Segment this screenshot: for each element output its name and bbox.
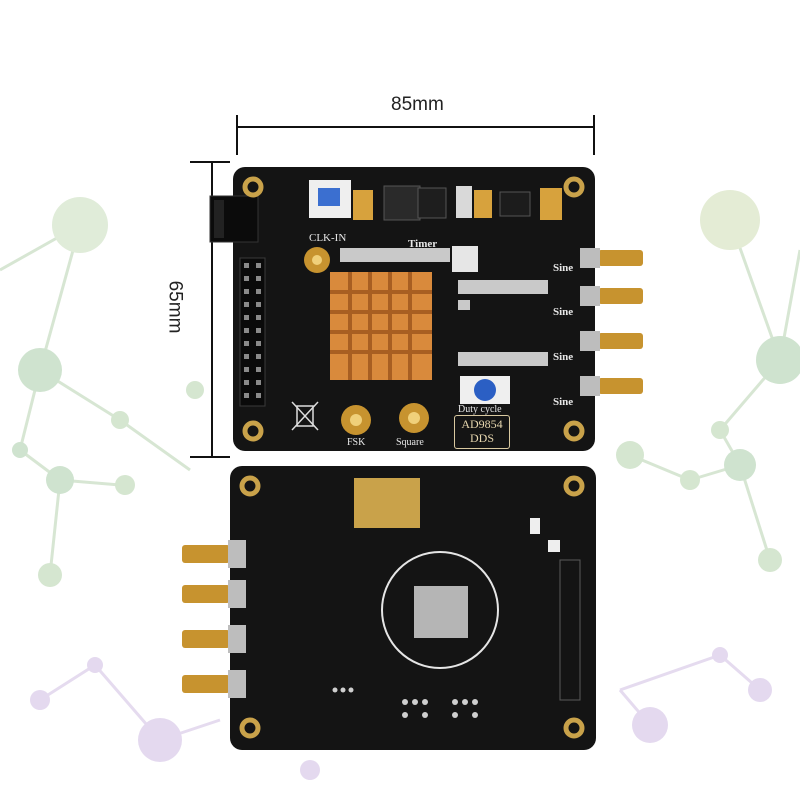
clk-in-label: CLK-IN xyxy=(309,232,347,244)
timer-label: Timer xyxy=(408,238,438,250)
pin-header xyxy=(239,257,266,407)
sine-label-4: Sine xyxy=(553,396,574,408)
width-dimension-label: 85mm xyxy=(391,94,444,115)
sine-label-2: Sine xyxy=(553,306,574,318)
duty-cycle-label: Duty cycle xyxy=(458,404,502,415)
heatsink xyxy=(330,272,432,380)
fsk-label: FSK xyxy=(347,437,366,448)
width-dimension xyxy=(236,115,595,155)
sine-connectors xyxy=(580,248,643,396)
model-sub: DDS xyxy=(469,431,494,445)
sine-label-3: Sine xyxy=(553,351,574,363)
front-board xyxy=(209,167,643,451)
back-board xyxy=(182,466,596,750)
model-name: AD9854 xyxy=(461,417,503,431)
sine-label-1: Sine xyxy=(553,262,574,274)
height-dimension-label: 65mm xyxy=(164,280,186,334)
square-label: Square xyxy=(396,437,424,448)
background-nodes xyxy=(12,190,800,780)
model-marking: AD9854 DDS xyxy=(454,415,510,449)
